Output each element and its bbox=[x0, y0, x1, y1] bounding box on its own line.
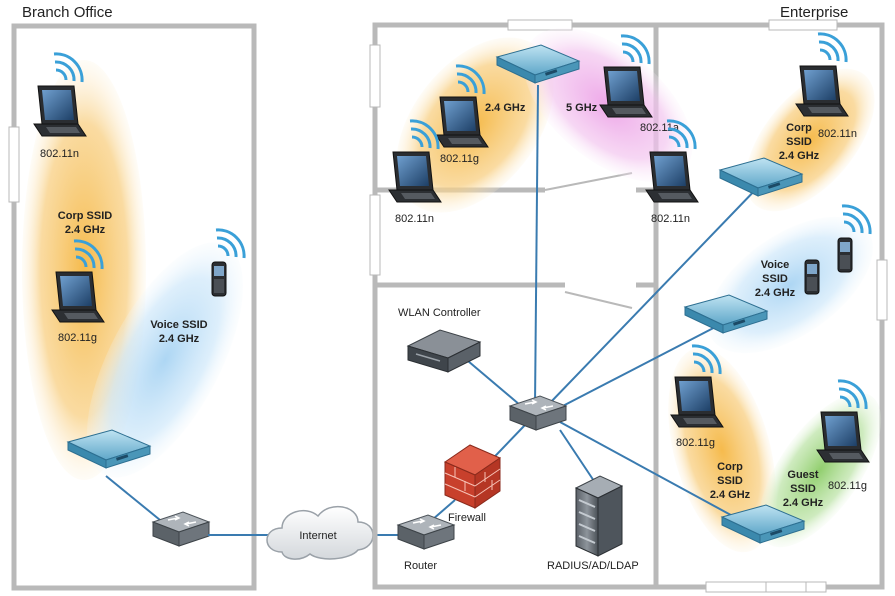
ent-laptop-label: 802.11g bbox=[676, 437, 715, 449]
window bbox=[369, 44, 381, 108]
ent-guest-label-2: SSID bbox=[790, 483, 816, 495]
ent-guest-label-1: Guest bbox=[787, 469, 819, 481]
phone-icon bbox=[804, 259, 820, 295]
ent-laptop-label: 802.11g bbox=[440, 153, 479, 165]
branch-voice-ssid-coverage bbox=[87, 242, 243, 478]
window bbox=[768, 19, 838, 31]
radius-label: RADIUS/AD/LDAP bbox=[547, 560, 639, 572]
door bbox=[544, 172, 633, 191]
ent-voice-label-3: 2.4 GHz bbox=[755, 287, 796, 299]
branch-wall bbox=[11, 23, 257, 591]
ent-guest-label-3: 2.4 GHz bbox=[783, 497, 824, 509]
branch-laptop-label: 802.11n bbox=[40, 148, 79, 160]
ent-voice-label-2: SSID bbox=[762, 273, 788, 285]
ent-corp-top-label-3: 2.4 GHz bbox=[779, 150, 820, 162]
link-line bbox=[105, 475, 161, 521]
branch-door bbox=[8, 126, 20, 203]
ent-laptop-label: 802.11n bbox=[818, 128, 857, 140]
ent-corp-low-label-2: SSID bbox=[717, 475, 743, 487]
internet-cloud: Internet bbox=[266, 505, 374, 560]
ent-laptop-label: 802.11a bbox=[640, 122, 680, 134]
window bbox=[369, 194, 381, 276]
ent-voice-label-1: Voice bbox=[761, 259, 790, 271]
ent-laptop-label: 802.11g bbox=[828, 480, 867, 492]
ent-corp-top-label-1: Corp bbox=[786, 122, 812, 134]
branch-voice-ssid-label-1: Voice SSID bbox=[150, 319, 207, 331]
core-switch-icon bbox=[509, 395, 567, 431]
ent-5ghz-label: 5 GHz bbox=[566, 102, 598, 114]
firewall-icon bbox=[443, 444, 502, 509]
branch-office-region: Branch Office 802.11n Corp SSID 2.4 GHz … bbox=[8, 4, 257, 591]
door bbox=[564, 291, 633, 309]
wlan-controller-label: WLAN Controller bbox=[398, 307, 481, 319]
branch-laptop-label: 802.11g bbox=[58, 332, 97, 344]
ent-corp-top-label-2: SSID bbox=[786, 136, 812, 148]
wlan-controller-icon bbox=[406, 329, 482, 373]
enterprise-region: Enterprise 802.11g 802.11n 802.11a bbox=[369, 4, 888, 593]
branch-voice-ssid-label-2: 2.4 GHz bbox=[159, 333, 200, 345]
ent-24ghz-label: 2.4 GHz bbox=[485, 102, 526, 114]
enterprise-title: Enterprise bbox=[780, 4, 848, 21]
ent-laptop-label: 802.11n bbox=[395, 213, 434, 225]
window bbox=[507, 19, 573, 31]
router-icon bbox=[397, 514, 455, 550]
router-label: Router bbox=[404, 560, 437, 572]
phone-icon bbox=[211, 261, 227, 297]
wifi-waves-icon bbox=[816, 32, 848, 64]
switch-icon bbox=[152, 511, 210, 547]
ent-corp-low-label-3: 2.4 GHz bbox=[710, 489, 751, 501]
ent-laptop-label: 802.11n bbox=[651, 213, 690, 225]
laptop-icon bbox=[645, 151, 699, 203]
ent-corp-low-label-1: Corp bbox=[717, 461, 743, 473]
branch-office-title: Branch Office bbox=[22, 4, 113, 21]
branch-corp-ssid-label-2: 2.4 GHz bbox=[65, 224, 106, 236]
phone-icon bbox=[837, 237, 853, 273]
window bbox=[876, 259, 888, 321]
branch-corp-ssid-label-1: Corp SSID bbox=[58, 210, 112, 222]
internet-label: Internet bbox=[299, 530, 336, 542]
ent-voice-coverage bbox=[707, 216, 873, 354]
radius-server-icon bbox=[574, 475, 624, 557]
firewall-label: Firewall bbox=[448, 512, 486, 524]
